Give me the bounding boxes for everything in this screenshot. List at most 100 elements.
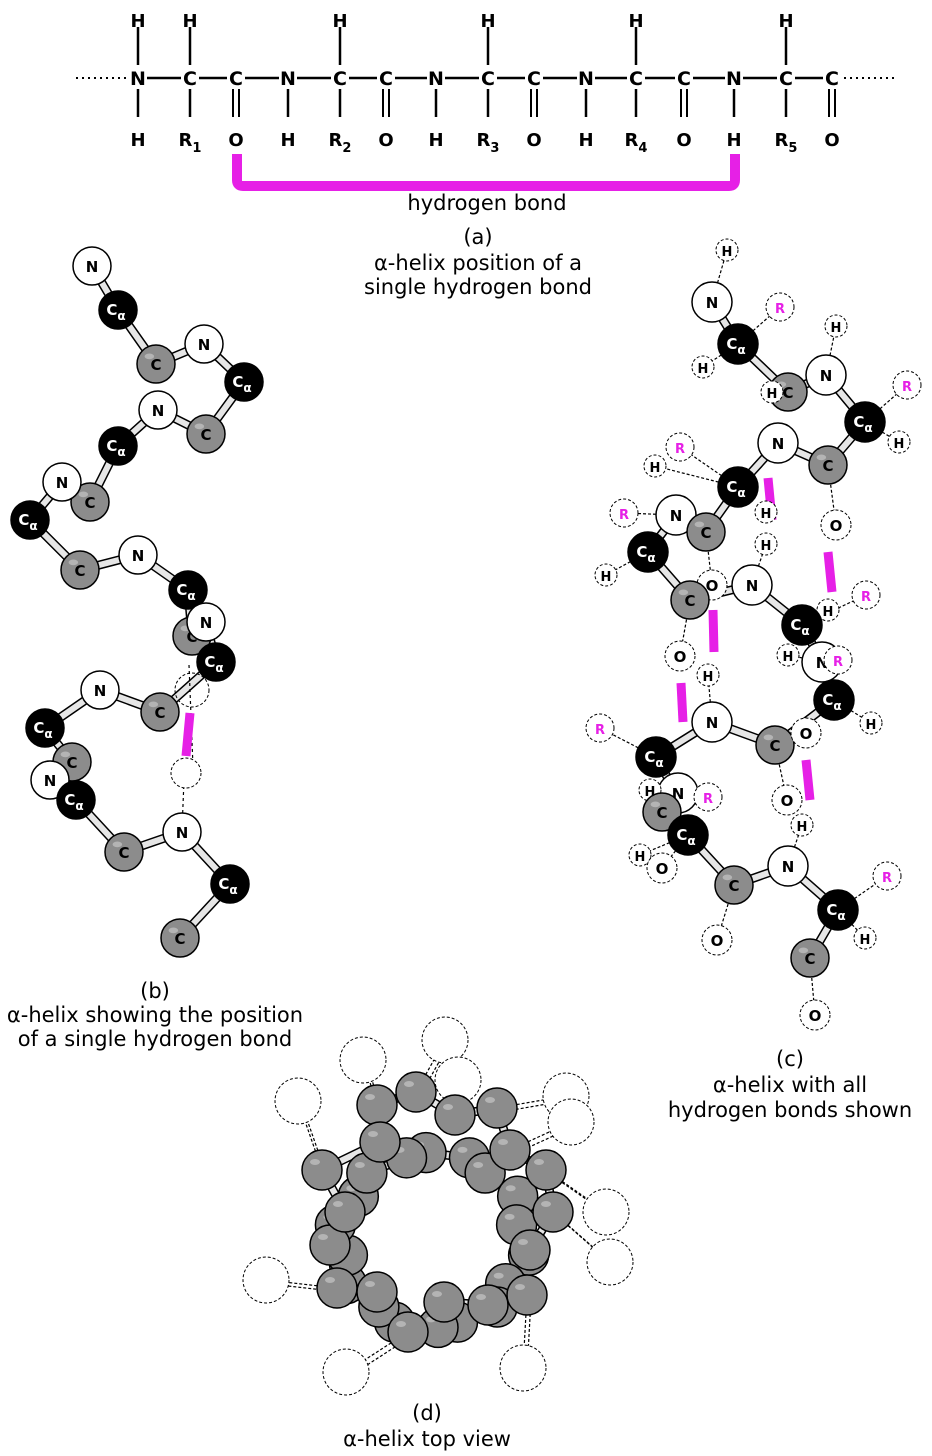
c-atom-c-shape [642, 792, 682, 832]
b-atom-c-label: C [118, 844, 129, 862]
bottom-substituent: R5 [775, 130, 798, 156]
b-atom-c-label: C [74, 562, 85, 580]
b-atom-c-shine [112, 841, 123, 848]
c-atom-n-shine [664, 504, 674, 510]
c-atom-r-label: R [619, 508, 629, 523]
b-atom-ca: Cα [168, 570, 208, 610]
d-side-chain-atom [499, 1344, 547, 1392]
c-atom-h-label: H [767, 387, 778, 402]
d-backbone-atom-shape [356, 1271, 398, 1313]
d-backbone-atom [301, 1149, 343, 1191]
b-atom-c-label: C [186, 628, 197, 646]
c-atom-r-label: R [675, 442, 685, 457]
b-atom-n-label: N [56, 474, 69, 492]
d-backbone-atom-shine [365, 1281, 375, 1287]
c-atom-h: H [824, 314, 848, 338]
c-atom-n: N [691, 281, 733, 323]
b-atom-n: N [184, 324, 224, 364]
b-atom-c-shape [70, 482, 110, 522]
c-atom-n: N [805, 354, 847, 396]
b-atom-c-shape [186, 414, 226, 454]
c-atom-r: R [585, 713, 615, 743]
c-atom-n-shape [691, 701, 733, 743]
caption-a-line2: single hydrogen bond [364, 275, 592, 299]
backbone-atom-n: N [578, 68, 594, 90]
d-backbone-atom [509, 1229, 551, 1271]
c-atom-r-shape [585, 713, 615, 743]
b-hydrogen-atom [170, 757, 202, 789]
c-atom-o-label: O [706, 577, 719, 595]
c-atom-n: N [767, 845, 809, 887]
d-backbone-atom [434, 1094, 476, 1136]
b-atom-ca-shape [98, 290, 138, 330]
d-backbone-atom [423, 1281, 465, 1323]
d-backbone-atom [395, 1071, 437, 1113]
c-atom-c-label: C [804, 950, 815, 968]
c-atom-r-label: R [775, 302, 785, 317]
d-backbone-atom-shape [359, 1121, 401, 1163]
c-atom-c-shine [722, 874, 733, 881]
c-atom-h: H [594, 563, 618, 587]
d-side-chain-atom [339, 1036, 387, 1084]
c-atom-o: O [664, 640, 696, 672]
b-atom-ca: Cα [210, 864, 250, 904]
d-backbone-atom-shape [356, 1084, 398, 1126]
c-atom-o-label: O [800, 725, 813, 743]
c-atom-h-label: H [698, 362, 709, 377]
backbone-atom-c: C [677, 68, 691, 90]
caption-c-letter: (c) [776, 1047, 804, 1071]
caption-b-letter: (b) [140, 979, 170, 1003]
c-atom-c-shine [798, 947, 809, 954]
c-atom-ca-shape [717, 323, 759, 365]
c-atom-n-shine [766, 432, 776, 438]
b-atom-n-label: N [44, 772, 57, 790]
d-side-chain-atom [274, 1077, 322, 1125]
b-atom-c: C [136, 344, 176, 384]
b-atom-n: N [72, 246, 112, 286]
top-substituent: H [778, 11, 793, 32]
c-atom-c-shine [816, 454, 827, 461]
b-atom-c-shine [78, 491, 89, 498]
c-atom-c: C [808, 445, 848, 485]
c-atom-h: H [853, 926, 877, 950]
c-atom-n-label: N [782, 858, 795, 876]
c-atom-c: C [790, 938, 830, 978]
c-atom-c-label: C [822, 457, 833, 475]
c-hydrogen-bond [708, 609, 719, 653]
c-atom-o: O [701, 924, 733, 956]
c-atom-h-shape [790, 813, 814, 837]
c-atom-n-label: N [746, 577, 759, 595]
c-atom-r-shape [665, 432, 695, 462]
backbone-atom-c: C [481, 68, 495, 90]
c-atom-o-label: O [809, 1007, 822, 1025]
d-backbone-atom-shape [532, 1191, 574, 1233]
d-backbone-atom-shine [498, 1139, 508, 1145]
bottom-substituent: H [726, 130, 741, 151]
b-atom-n-shine [126, 544, 137, 551]
c-atom-o-shape [646, 852, 678, 884]
c-atom-h: H [790, 813, 814, 837]
b-atom-ca-shape [210, 864, 250, 904]
c-atom-ca: Cα [717, 466, 759, 508]
d-backbone-atom-shine [396, 1321, 406, 1327]
b-atom-n: N [162, 812, 202, 852]
b-atom-ca-shape [56, 780, 96, 820]
bottom-substituent: O [526, 130, 541, 151]
d-backbone-atom-shine [457, 1146, 468, 1153]
d-backbone-atom-shape [316, 1267, 358, 1309]
b-atom-c-label: C [150, 356, 161, 374]
d-side-chain-atom [547, 1098, 595, 1146]
b-atom-n-shape [138, 390, 178, 430]
top-substituent: H [628, 11, 643, 32]
c-atom-r-shape [872, 861, 902, 891]
d-side-chain-atom-shape [547, 1098, 595, 1146]
b-atom-ca-shape [168, 570, 208, 610]
c-atom-r-label: R [902, 380, 912, 395]
c-hydrogen-bond [676, 682, 688, 723]
backbone-atom-c: C [229, 68, 243, 90]
c-atom-h-shape [853, 926, 877, 950]
b-atom-c-shine [194, 423, 205, 430]
c-atom-h: H [628, 843, 652, 867]
d-backbone-atom-shape [489, 1129, 531, 1171]
